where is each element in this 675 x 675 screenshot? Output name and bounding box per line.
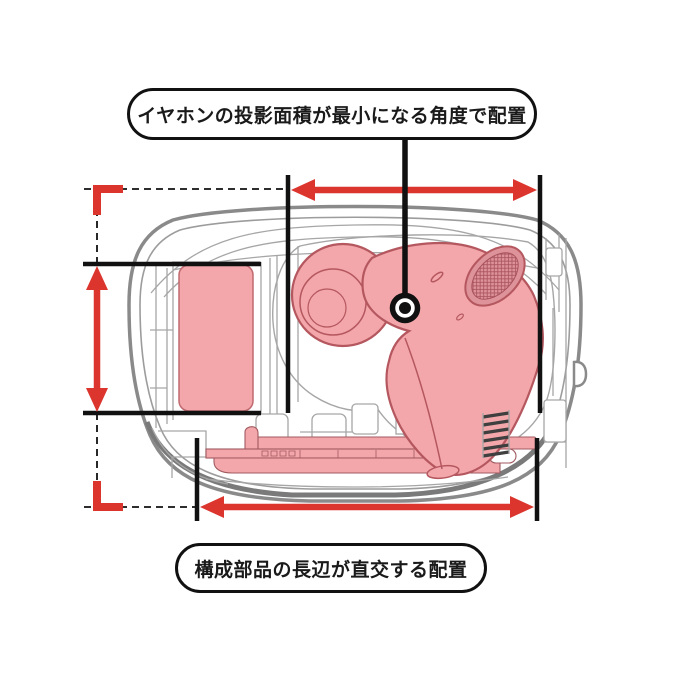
bottom-tray-arcs (151, 427, 509, 488)
bottom-callout: 構成部品の長辺が直交する配置 (175, 543, 487, 593)
corner-mark-bottom-left (93, 481, 123, 511)
hinge-bump (572, 360, 588, 388)
right-latch-block (545, 247, 563, 277)
battery (178, 264, 254, 412)
top-arrow-head-left (291, 179, 315, 201)
callout-connector (389, 138, 421, 324)
case-inner-shell (139, 216, 571, 490)
dimension-height-left (86, 266, 108, 412)
extent-corner-marks (93, 185, 123, 511)
spring-coil (482, 410, 510, 458)
earbud-faceplate-mesh (471, 252, 519, 300)
spring-coil-sides (482, 410, 510, 458)
bottom-arrow-head-left (200, 496, 224, 518)
spring-coil-turns (482, 411, 510, 458)
right-lower-block (543, 399, 567, 443)
left-arrow-head-down (86, 388, 108, 412)
top-arrow-head-right (513, 179, 537, 201)
case-inner-details (150, 224, 567, 488)
top-callout-text: イヤホンの投影面積が最小になる角度で配置 (137, 105, 527, 127)
dimension-width-bottom (200, 496, 534, 518)
left-bottom-steps (158, 430, 207, 478)
earbud-bottom-nub (426, 464, 460, 480)
dimension-width-top (291, 179, 537, 201)
earbud-vent-slit (430, 271, 444, 283)
battery-cell (178, 264, 254, 412)
top-callout: イヤホンの投影面積が最小になる角度で配置 (127, 88, 537, 140)
placement-center-marker-dot (399, 302, 411, 314)
earbud-tip-inner-ring (307, 288, 347, 328)
earbud-seam-line (404, 337, 443, 470)
corner-mark-top-left (93, 185, 123, 215)
contact-block (351, 403, 379, 435)
earbud-mic-hole (456, 313, 464, 321)
bottom-arrow-head-right (510, 496, 534, 518)
bottom-callout-text: 構成部品の長辺が直交する配置 (194, 559, 468, 581)
reference-lines (83, 175, 543, 521)
hinge-pin-bump (572, 360, 588, 388)
left-arrow-head-up (86, 266, 108, 290)
